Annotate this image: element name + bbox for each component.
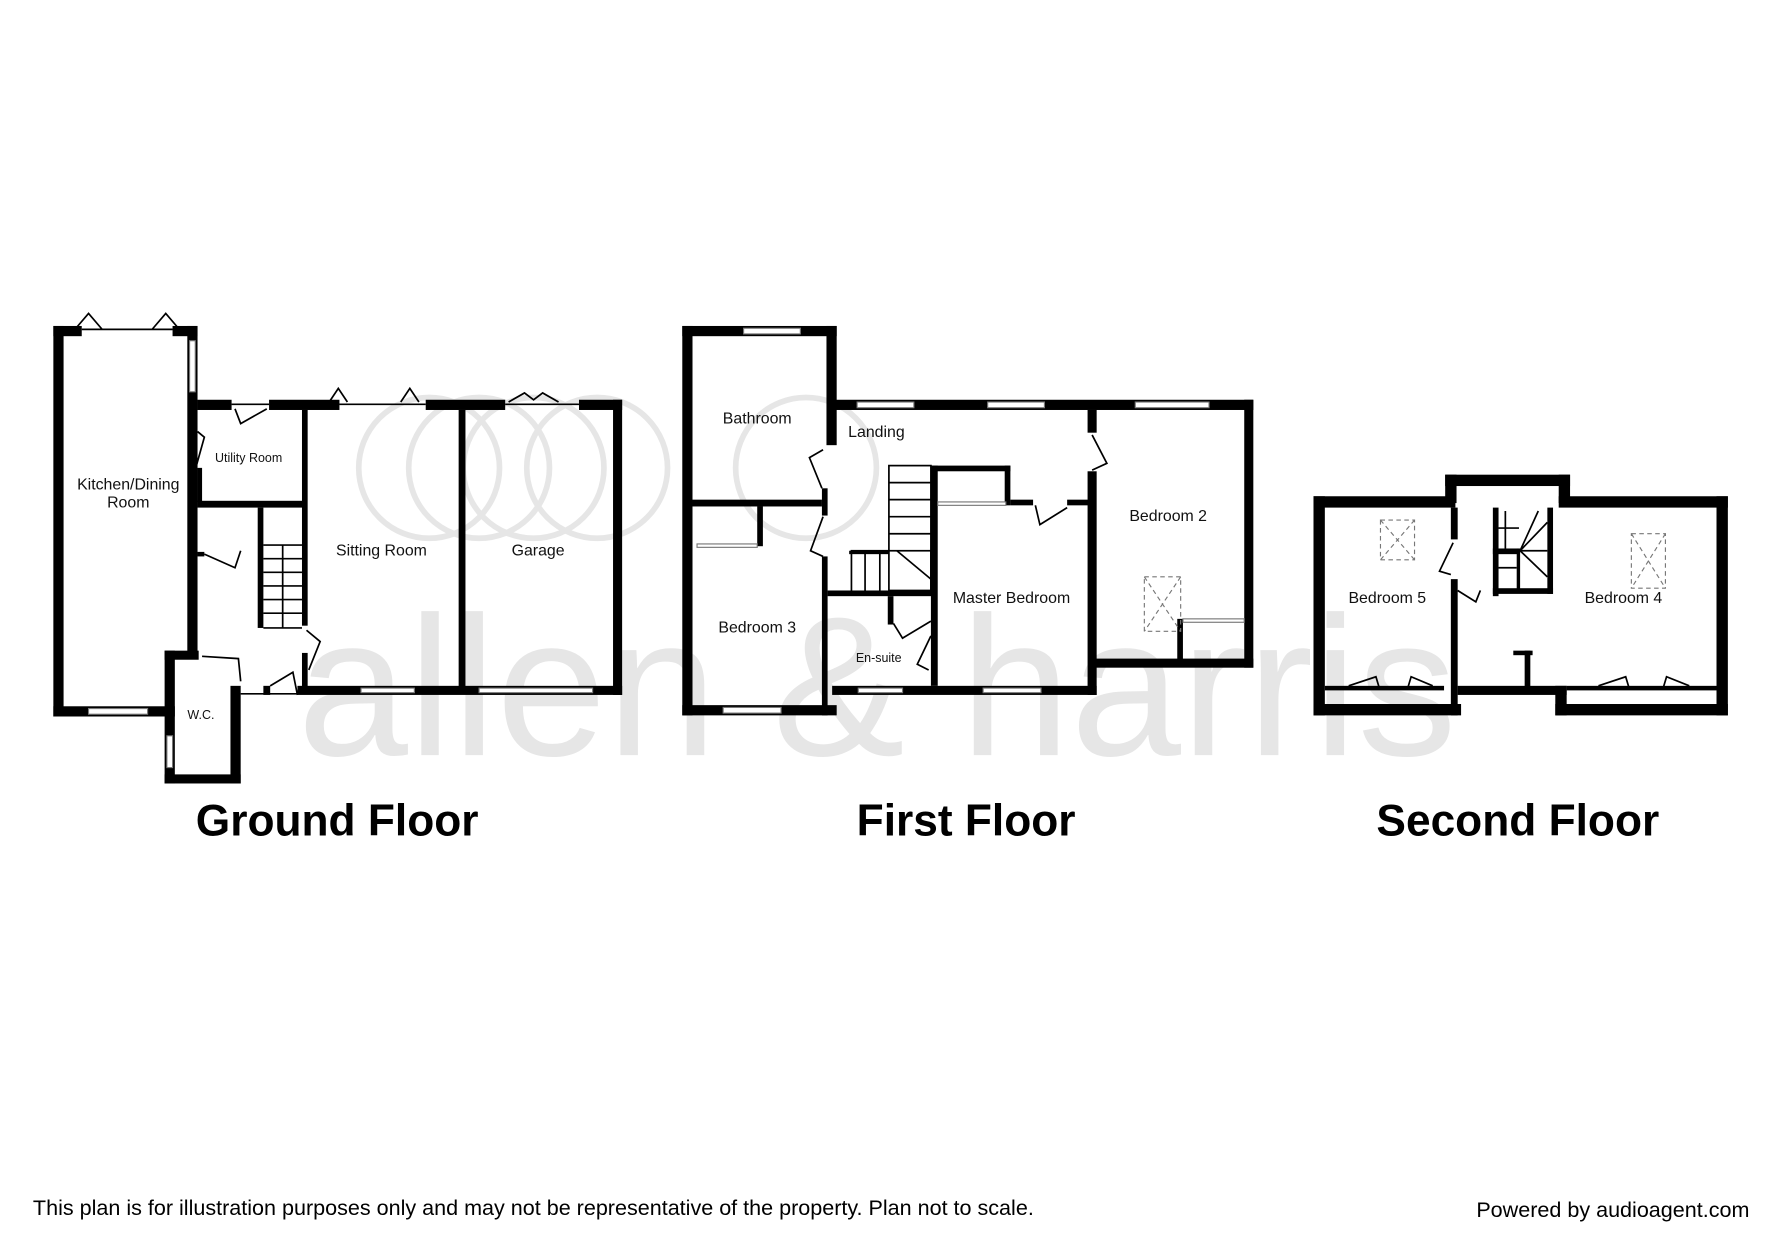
second-floor-plan: Bedroom 5 Bedroom 4 Second Floor — [1313, 474, 1728, 846]
room-label-master-bedroom: Master Bedroom — [953, 590, 1070, 607]
room-label-bedroom-2: Bedroom 2 — [1129, 508, 1207, 525]
floor-title-second: Second Floor — [1376, 797, 1659, 846]
room-label-bedroom-4: Bedroom 4 — [1585, 590, 1663, 607]
ground-floor-plan: Kitchen/Dining Room Utility Room Sitting… — [53, 312, 623, 846]
first-floor-plan: Bathroom Landing Bedroom 2 Master Bedroo… — [682, 325, 1254, 846]
room-label-utility: Utility Room — [215, 451, 282, 465]
room-label-sitting: Sitting Room — [336, 542, 427, 559]
room-label-landing: Landing — [848, 424, 905, 441]
ground-staircase — [263, 544, 302, 629]
room-label-kitchen-2: Room — [107, 495, 149, 512]
room-label-bedroom-5: Bedroom 5 — [1348, 590, 1426, 607]
room-label-bathroom: Bathroom — [723, 411, 792, 428]
second-staircase — [1492, 507, 1554, 597]
powered-by-text: Powered by audioagent.com — [1476, 1197, 1749, 1222]
watermark-logo: allen & harris — [297, 394, 1457, 798]
floor-title-first: First Floor — [857, 797, 1076, 846]
room-label-wc: W.C. — [187, 708, 214, 722]
floor-title-ground: Ground Floor — [196, 797, 479, 846]
room-label-bedroom-3: Bedroom 3 — [718, 619, 796, 636]
disclaimer-text: This plan is for illustration purposes o… — [33, 1195, 1034, 1220]
first-staircase — [849, 464, 932, 594]
room-label-garage: Garage — [512, 542, 565, 559]
room-label-en-suite: En-suite — [856, 651, 902, 665]
room-label-kitchen: Kitchen/Dining — [77, 476, 179, 493]
